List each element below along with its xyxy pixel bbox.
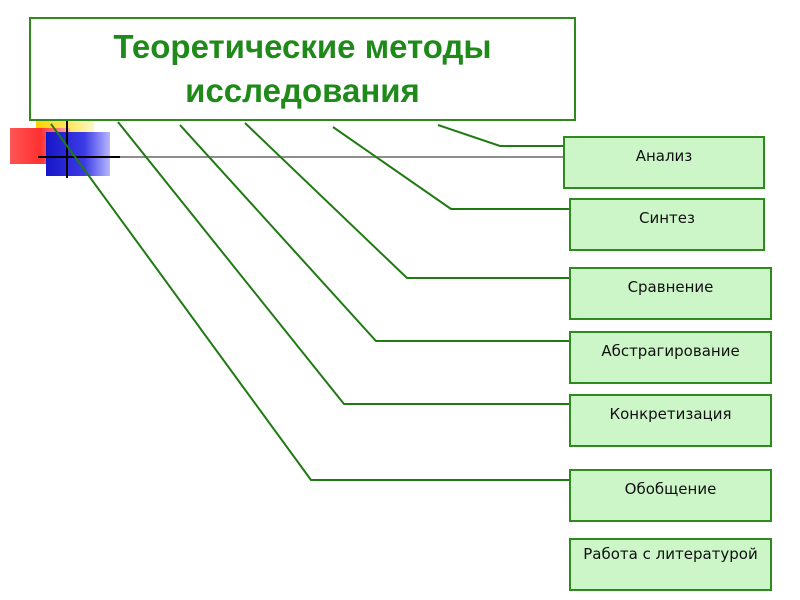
method-label: Анализ [635,147,693,165]
method-label: Обобщение [624,480,717,498]
method-box-rabota-s-literaturoy: Работа с литературой [569,538,772,591]
method-label: Сравнение [627,278,714,296]
title-box: Теоретические методы исследования [29,17,576,121]
connector-sintez [332,126,571,210]
connector-sravnenie [244,122,569,279]
method-label: Конкретизация [609,405,732,423]
method-label: Работа с литературой [583,545,758,563]
method-box-konkretizatsiya: Конкретизация [569,394,772,447]
method-box-obobshchenie: Обобщение [569,469,772,522]
connector-abstragirovanie [179,124,569,342]
method-box-analiz: Анализ [563,136,765,189]
page-title: Теоретические методы исследования [107,25,497,113]
method-box-abstragirovanie: Абстрагирование [569,331,772,384]
method-label: Синтез [639,209,695,227]
connector-obobshchenie [50,123,569,481]
title-line-1: Теоретические методы [113,28,492,65]
method-label: Абстрагирование [601,342,740,360]
connector-konkretizatsiya [117,121,569,405]
connector-analiz [437,124,563,147]
deco-blue-square [46,132,110,176]
title-line-2: исследования [185,72,420,109]
method-box-sravnenie: Сравнение [569,267,772,320]
method-box-sintez: Синтез [569,198,765,251]
